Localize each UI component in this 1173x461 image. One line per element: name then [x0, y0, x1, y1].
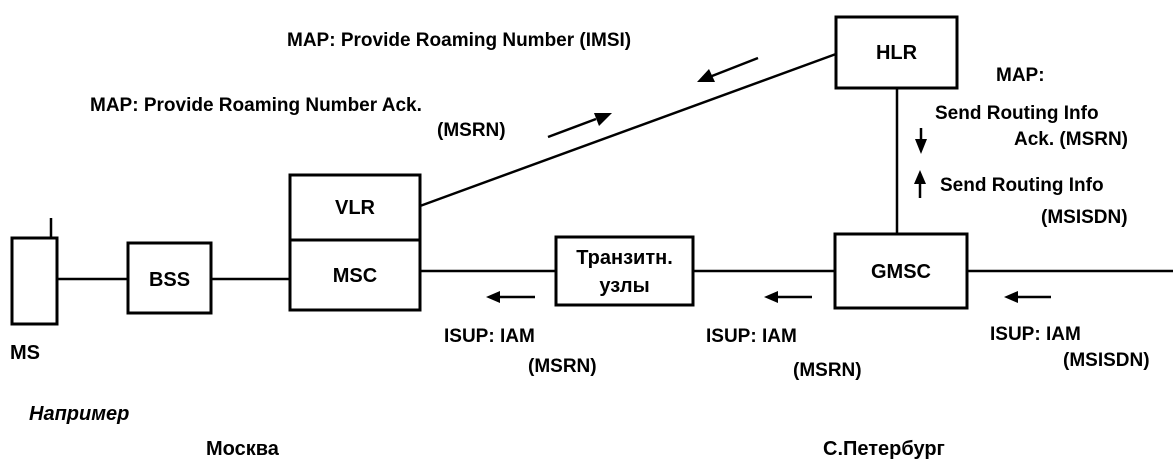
msc-label: MSC [333, 265, 377, 287]
link-vlr-hlr [419, 52, 837, 208]
transit-box [554, 235, 695, 307]
arrow-prn [697, 56, 759, 82]
map-label: MAP: [996, 65, 1045, 86]
sri-label-line1: Send Routing Info [940, 175, 1104, 196]
arrow-isup-3 [1004, 291, 1051, 303]
prn-label: MAP: Provide Roaming Number (IMSI) [287, 30, 631, 51]
msc-box [288, 238, 422, 312]
sri-label-line2: (MSISDN) [1041, 207, 1128, 228]
moscow-caption: Москва [206, 438, 280, 460]
sri-ack-label-line2: Ack. (MSRN) [1014, 129, 1128, 150]
ms-label: MS [10, 342, 40, 364]
gmsc-box [833, 232, 969, 310]
spb-caption: С.Петербург [823, 438, 945, 460]
isup2-label-line1: ISUP: IAM [706, 326, 797, 347]
isup3-label-line2: (MSISDN) [1063, 350, 1150, 371]
arrow-sri [914, 170, 926, 198]
arrow-prn-ack [547, 113, 612, 139]
arrow-isup-2 [764, 291, 812, 303]
example-caption: Например [29, 403, 129, 425]
arrow-sri-ack [915, 128, 927, 154]
gmsc-label: GMSC [871, 261, 931, 283]
bss-box [126, 241, 213, 315]
arrow-isup-1 [486, 291, 535, 303]
isup2-label-line2: (MSRN) [793, 360, 862, 381]
vlr-label: VLR [335, 197, 376, 219]
transit-label-line2: узлы [599, 275, 649, 297]
sri-ack-label-line1: Send Routing Info [935, 103, 1099, 124]
bss-label: BSS [149, 269, 190, 291]
isup1-label-line1: ISUP: IAM [444, 326, 535, 347]
hlr-box [834, 15, 959, 90]
transit-label-line1: Транзитн. [576, 247, 673, 269]
isup3-label-line1: ISUP: IAM [990, 324, 1081, 345]
prn-ack-label-line1: MAP: Provide Roaming Number Ack. [90, 95, 422, 116]
ms-box [10, 236, 59, 326]
hlr-label: HLR [876, 42, 918, 64]
isup1-label-line2: (MSRN) [528, 356, 597, 377]
prn-ack-label-line2: (MSRN) [437, 120, 506, 141]
